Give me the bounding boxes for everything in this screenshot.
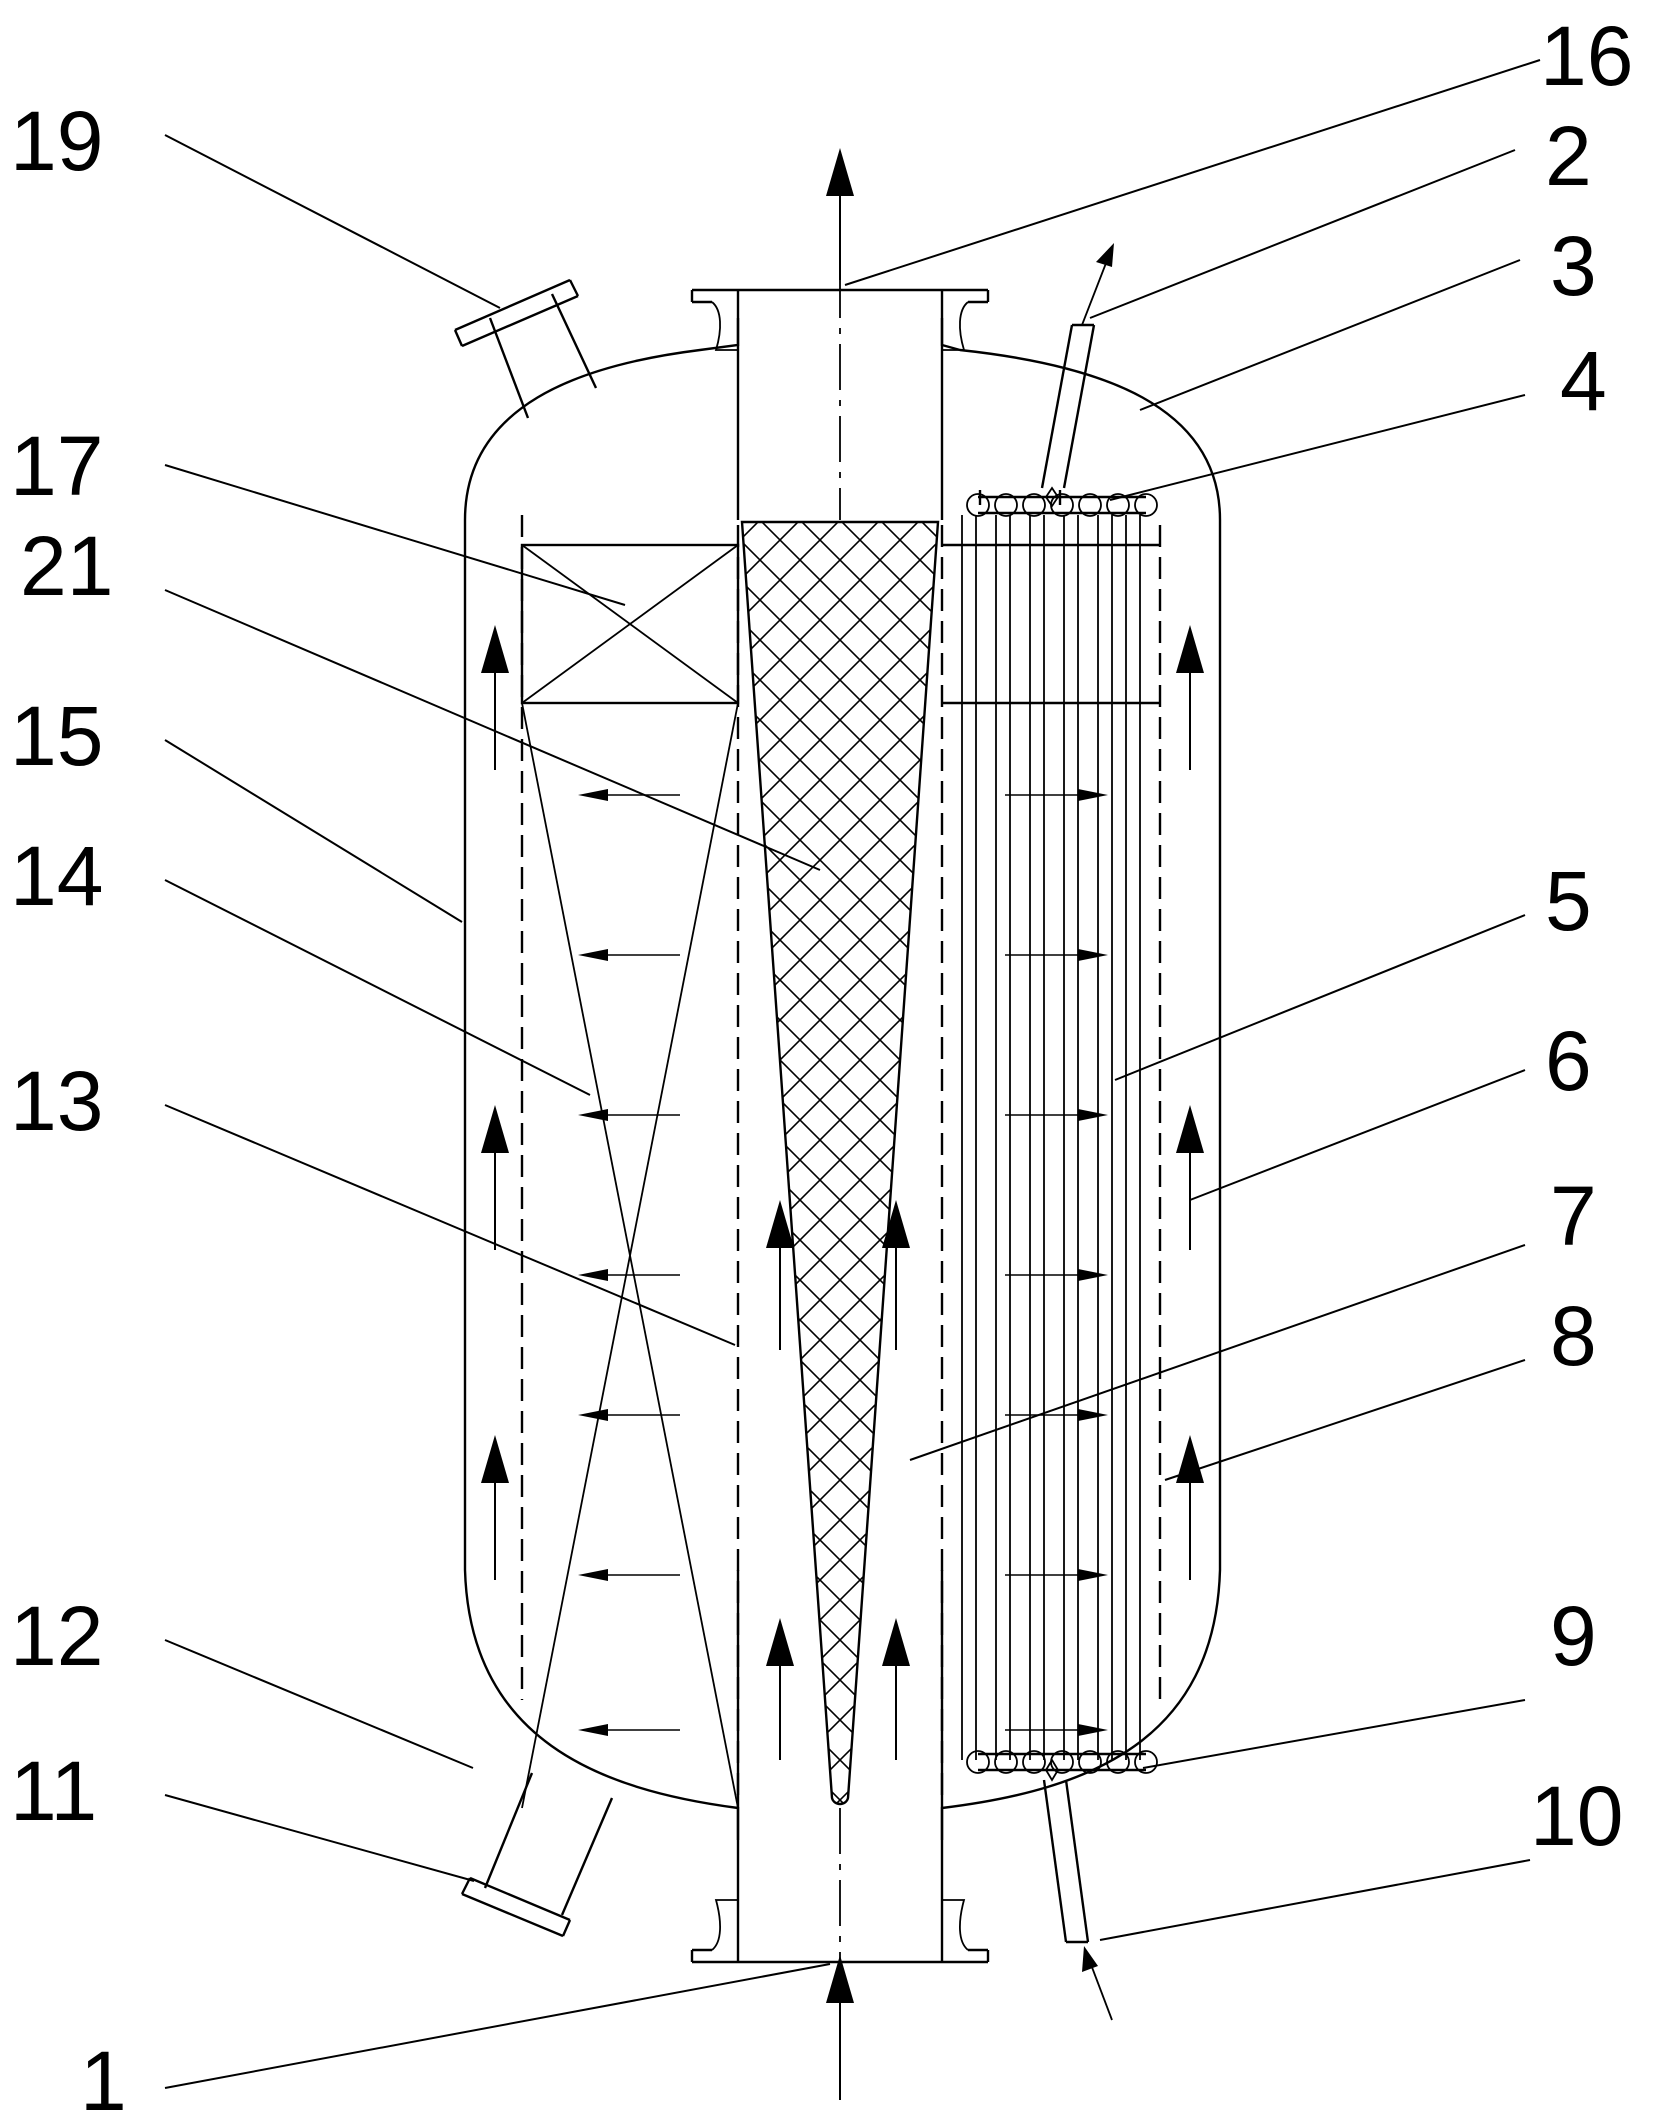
inlet-flow-arrow-head	[826, 1955, 854, 2003]
label-14: 14	[10, 829, 103, 923]
label-4: 4	[1560, 334, 1607, 428]
label-17: 17	[10, 419, 103, 513]
annulus-flow-arrow-3-head	[1176, 625, 1204, 673]
label-1: 1	[80, 2034, 127, 2115]
annulus-flow-arrow-1-head	[481, 1105, 509, 1153]
label-21: 21	[20, 519, 113, 613]
central-cone	[740, 200, 940, 2100]
radial-right-arrow-5-head	[1078, 1569, 1108, 1581]
label-12: 12	[10, 1589, 103, 1683]
label-11: 11	[10, 1744, 97, 1838]
radial-right-arrow-0-head	[1078, 789, 1108, 801]
label-3: 3	[1550, 219, 1597, 313]
radial-right-arrow-4-head	[1078, 1409, 1108, 1421]
left-bed	[520, 515, 740, 1809]
annulus-flow-arrow-5-head	[1176, 1435, 1204, 1483]
nozzle-11	[460, 1772, 614, 1938]
leader-lines	[164, 59, 1541, 2089]
label-15: 15	[10, 689, 103, 783]
nozzle-19	[453, 278, 598, 419]
label-9: 9	[1550, 1589, 1597, 1683]
radial-right-arrow-3-head	[1078, 1269, 1108, 1281]
radial-right-arrow-2-head	[1078, 1109, 1108, 1121]
radial-right-arrow-6-head	[1078, 1724, 1108, 1736]
radial-left-arrow-6-head	[578, 1724, 608, 1736]
label-19: 19	[10, 94, 103, 188]
center-flow-arrow-3-head	[882, 1618, 910, 1666]
radial-left-arrow-0-head	[578, 789, 608, 801]
label-13: 13	[10, 1054, 103, 1148]
radial-left-arrow-3-head	[578, 1269, 608, 1281]
top-header	[966, 243, 1158, 517]
outlet-flow-arrow-head	[826, 148, 854, 196]
center-flow-arrow-1-head	[882, 1200, 910, 1248]
annulus-flow-arrow-4-head	[1176, 1105, 1204, 1153]
label-7: 7	[1550, 1169, 1597, 1263]
tube-bundle	[940, 515, 1162, 1800]
radial-left-arrow-2-head	[578, 1109, 608, 1121]
flow-arrows	[481, 148, 1204, 2100]
annulus-flow-arrow-2-head	[481, 1435, 509, 1483]
label-2: 2	[1545, 109, 1592, 203]
label-6: 6	[1545, 1014, 1592, 1108]
annulus-flow-arrow-0-head	[481, 625, 509, 673]
center-flow-arrow-0-head	[766, 1200, 794, 1248]
radial-left-arrow-5-head	[578, 1569, 608, 1581]
center-flow-arrow-2-head	[766, 1618, 794, 1666]
bottom-header	[966, 1750, 1158, 2021]
radial-right-arrow-1-head	[1078, 949, 1108, 961]
radial-left-arrow-4-head	[578, 1409, 608, 1421]
label-8: 8	[1550, 1289, 1597, 1383]
part-labels: 19 16 2 3 4 17 21 15 14 13 5 6 7 8 12 11…	[10, 9, 1633, 2115]
label-5: 5	[1545, 854, 1592, 948]
label-16: 16	[1540, 9, 1633, 103]
label-10: 10	[1530, 1769, 1623, 1863]
radial-left-arrow-1-head	[578, 949, 608, 961]
